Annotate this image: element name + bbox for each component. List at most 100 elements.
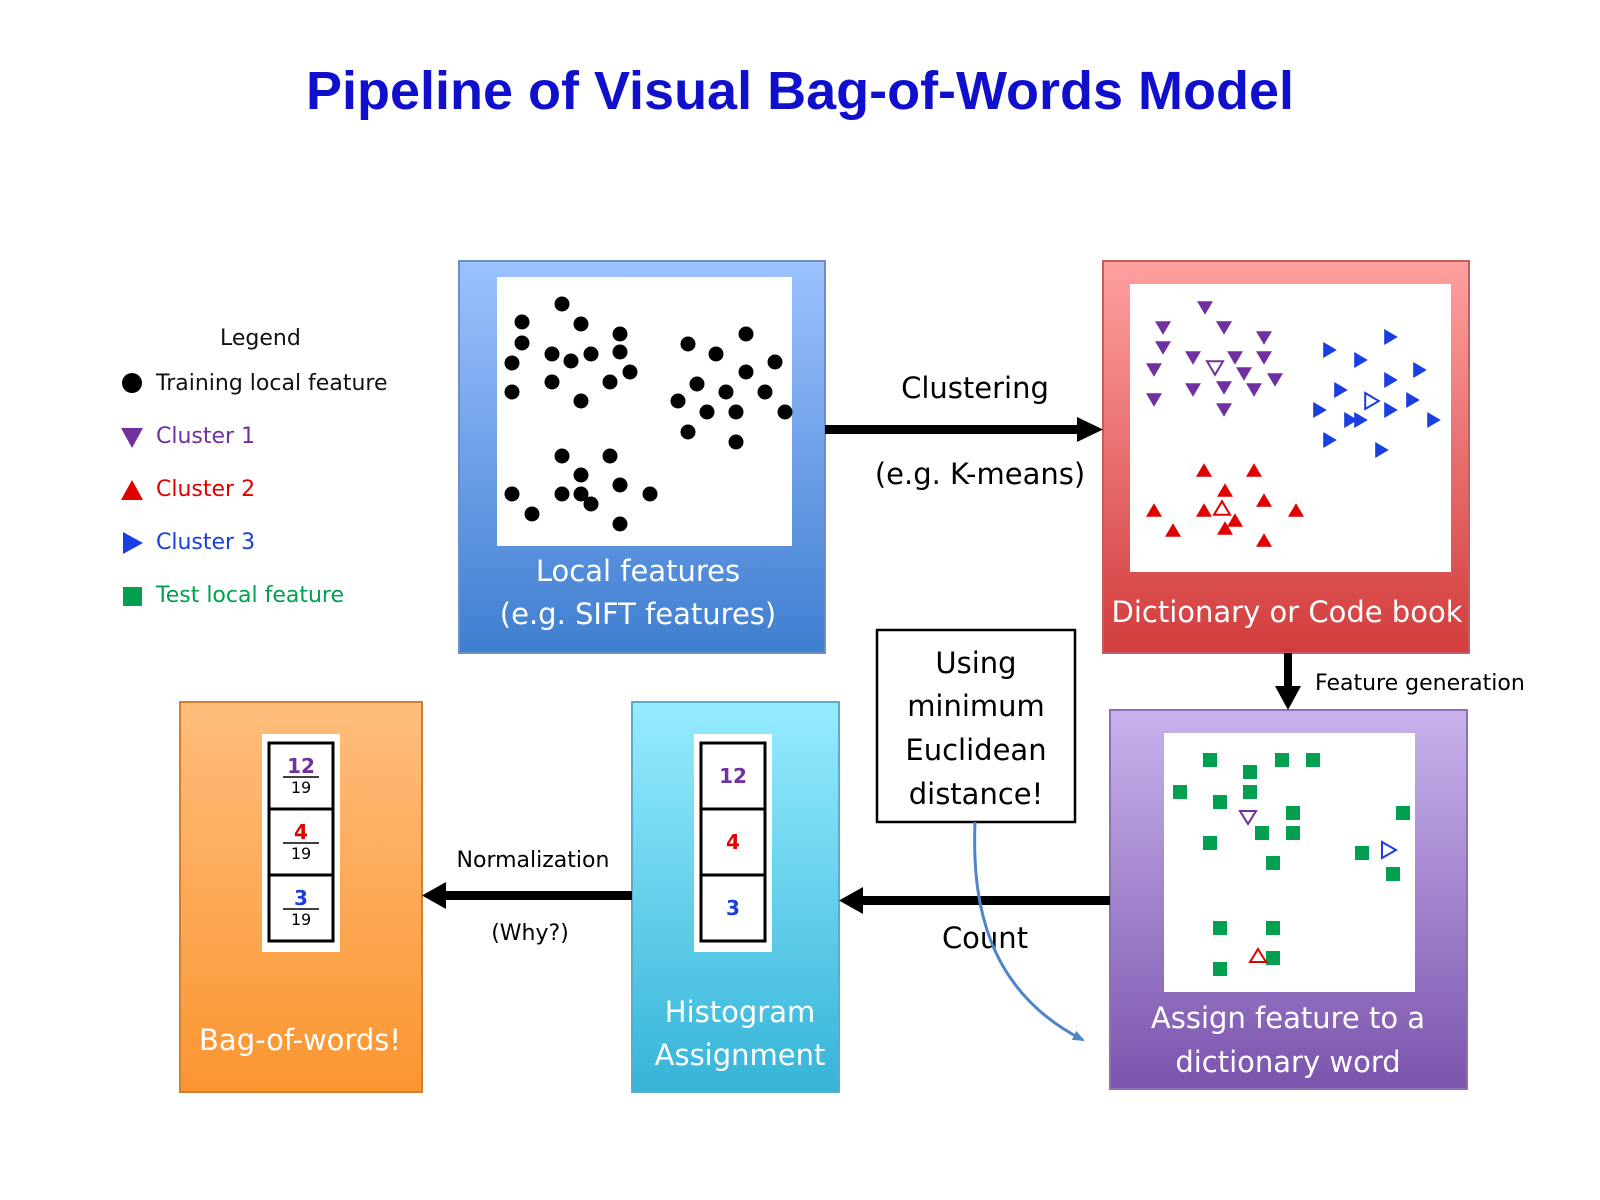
training-feature-dot [699,404,715,420]
cluster-3-mark [1334,382,1348,398]
cluster-1-mark [1267,373,1283,387]
training-feature-dot [573,393,589,409]
bow-label: Bag-of-words! [199,1023,401,1057]
training-feature-dot [602,448,618,464]
normalization-sublabel: (Why?) [491,921,569,946]
page-title: Pipeline of Visual Bag-of-Words Model [305,61,1295,121]
histogram-cells: 12 4 3 [699,741,767,943]
clustering-sublabel: (e.g. K-means) [875,457,1085,491]
cluster-2-mark [1227,513,1243,527]
test-feature-mark [1355,846,1369,860]
test-feature-mark [1266,921,1280,935]
local-features-box: Local features (e.g. SIFT features) [458,260,826,654]
cluster-2-word-mark [1248,947,1268,963]
cluster-1-mark [1256,351,1272,365]
test-feature-mark [1386,867,1400,881]
local-features-sublabel: (e.g. SIFT features) [500,597,776,631]
training-feature-dot [728,434,744,450]
training-feature-dot [670,393,686,409]
cluster-3-mark [1323,432,1337,448]
training-feature-dot [680,336,696,352]
training-feature-dot [728,404,744,420]
training-feature-dot [554,486,570,502]
training-feature-dot [524,506,540,522]
triangle-up-icon [121,480,143,500]
legend-item-cluster-3: Cluster 3 [156,530,255,555]
histogram-count: 3 [726,896,740,920]
cluster-2-mark [1288,503,1304,517]
test-feature-mark [1173,785,1187,799]
training-feature-dot [718,384,734,400]
assign-sublabel: dictionary word [1175,1045,1400,1079]
dictionary-label: Dictionary or Code book [1112,595,1463,629]
cluster-1-mark [1146,363,1162,377]
training-feature-dot [583,346,599,362]
cluster-2-mark [1146,503,1162,517]
test-feature-mark [1286,826,1300,840]
note-line-1: Using [935,646,1016,680]
cluster-1-mark [1216,321,1232,335]
bow-numerator: 3 [294,886,308,910]
training-feature-dot [573,316,589,332]
circle-icon [122,373,142,393]
cluster-1-mark [1227,351,1243,365]
cluster-2-mark [1256,533,1272,547]
histogram-count: 12 [719,764,747,788]
training-feature-dot [738,364,754,380]
training-feature-dot [738,326,754,342]
test-feature-mark [1203,836,1217,850]
clustering-arrow: Clustering (e.g. K-means) [825,371,1103,491]
training-feature-dot [573,467,589,483]
histogram-count: 4 [726,830,740,854]
training-feature-dot [544,374,560,390]
bow-denominator: 19 [291,910,311,929]
normalization-label: Normalization [457,848,610,873]
cluster-1-mark [1146,393,1162,407]
histogram-cell [699,741,767,811]
cluster-3-mark [1323,342,1337,358]
clustering-label: Clustering [901,371,1049,405]
local-features-label: Local features [536,554,740,588]
training-feature-dot [504,486,520,502]
training-feature-dot [642,486,658,502]
test-feature-mark [1213,795,1227,809]
cluster-3-mark [1413,362,1427,378]
cluster-2-mark [1196,503,1212,517]
legend-item-cluster-1: Cluster 1 [156,424,255,449]
cluster-2-mark [1165,523,1181,537]
test-feature-mark [1203,753,1217,767]
histogram-cell [267,873,335,943]
cluster-3-mark [1375,442,1389,458]
cluster-3-mark [1406,392,1420,408]
note-line-3: Euclidean [905,733,1046,767]
triangle-down-icon [121,428,143,448]
training-feature-dot [757,384,773,400]
feature-generation-label: Feature generation [1315,671,1525,696]
cluster-1-mark [1216,403,1232,417]
cluster-3-mark [1384,372,1398,388]
training-feature-dot [504,355,520,371]
histogram-sublabel: Assignment [655,1038,826,1072]
test-feature-marks [1173,753,1410,976]
training-feature-dot [514,335,530,351]
cluster-1-mark [1185,351,1201,365]
test-feature-mark [1275,753,1289,767]
training-feature-dot [622,364,638,380]
square-icon [123,587,142,606]
training-feature-dot [680,424,696,440]
cluster-1-mark [1205,360,1225,377]
histogram-label: Histogram [665,995,815,1029]
training-feature-dot [689,376,705,392]
count-arrow: Count [839,887,1110,955]
legend-item-test: Test local feature [155,583,344,608]
bow-numerator: 12 [287,754,315,778]
test-feature-mark [1213,921,1227,935]
training-feature-dot [504,384,520,400]
training-feature-dot [612,344,628,360]
cluster-2-mark [1196,463,1212,477]
training-feature-dot [612,516,628,532]
training-feature-dot [767,354,783,370]
test-feature-mark [1243,785,1257,799]
training-feature-dot [777,404,793,420]
